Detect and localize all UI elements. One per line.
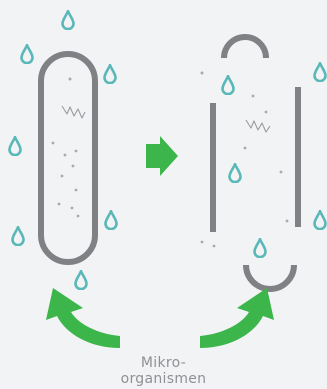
water-drop-icon [63,11,74,29]
water-drop-icon [223,76,234,94]
caption-microorganisms-line-1: Mikro- [100,356,227,370]
water-drop-icon [13,227,24,245]
water-drop-icon [105,65,116,83]
lysed-cell-top-arc [224,37,266,58]
water-drop-icon [255,239,266,257]
curved-arrow-left-icon [46,288,120,348]
water-drop-icon [10,137,21,155]
dna-squiggle-right [246,120,270,132]
water-drop-icon [230,164,241,182]
curved-arrows [46,288,274,348]
water-drop-icon [76,271,87,289]
granules-left [52,78,80,218]
water-drop-icon [106,211,117,229]
caption-microorganisms-line-2: organismen [100,372,227,386]
water-drop-icon [315,211,326,229]
water-drop-icon [22,45,33,63]
intact-cell [41,54,95,262]
water-drop-icon [315,63,326,81]
right-arrow-icon [146,136,178,176]
curved-arrow-right-icon [200,288,274,348]
lysed-cell [201,37,299,289]
dna-squiggle-left [62,106,85,118]
intact-cell-wall [41,54,95,262]
lysed-cell-bottom-arc [246,265,294,289]
